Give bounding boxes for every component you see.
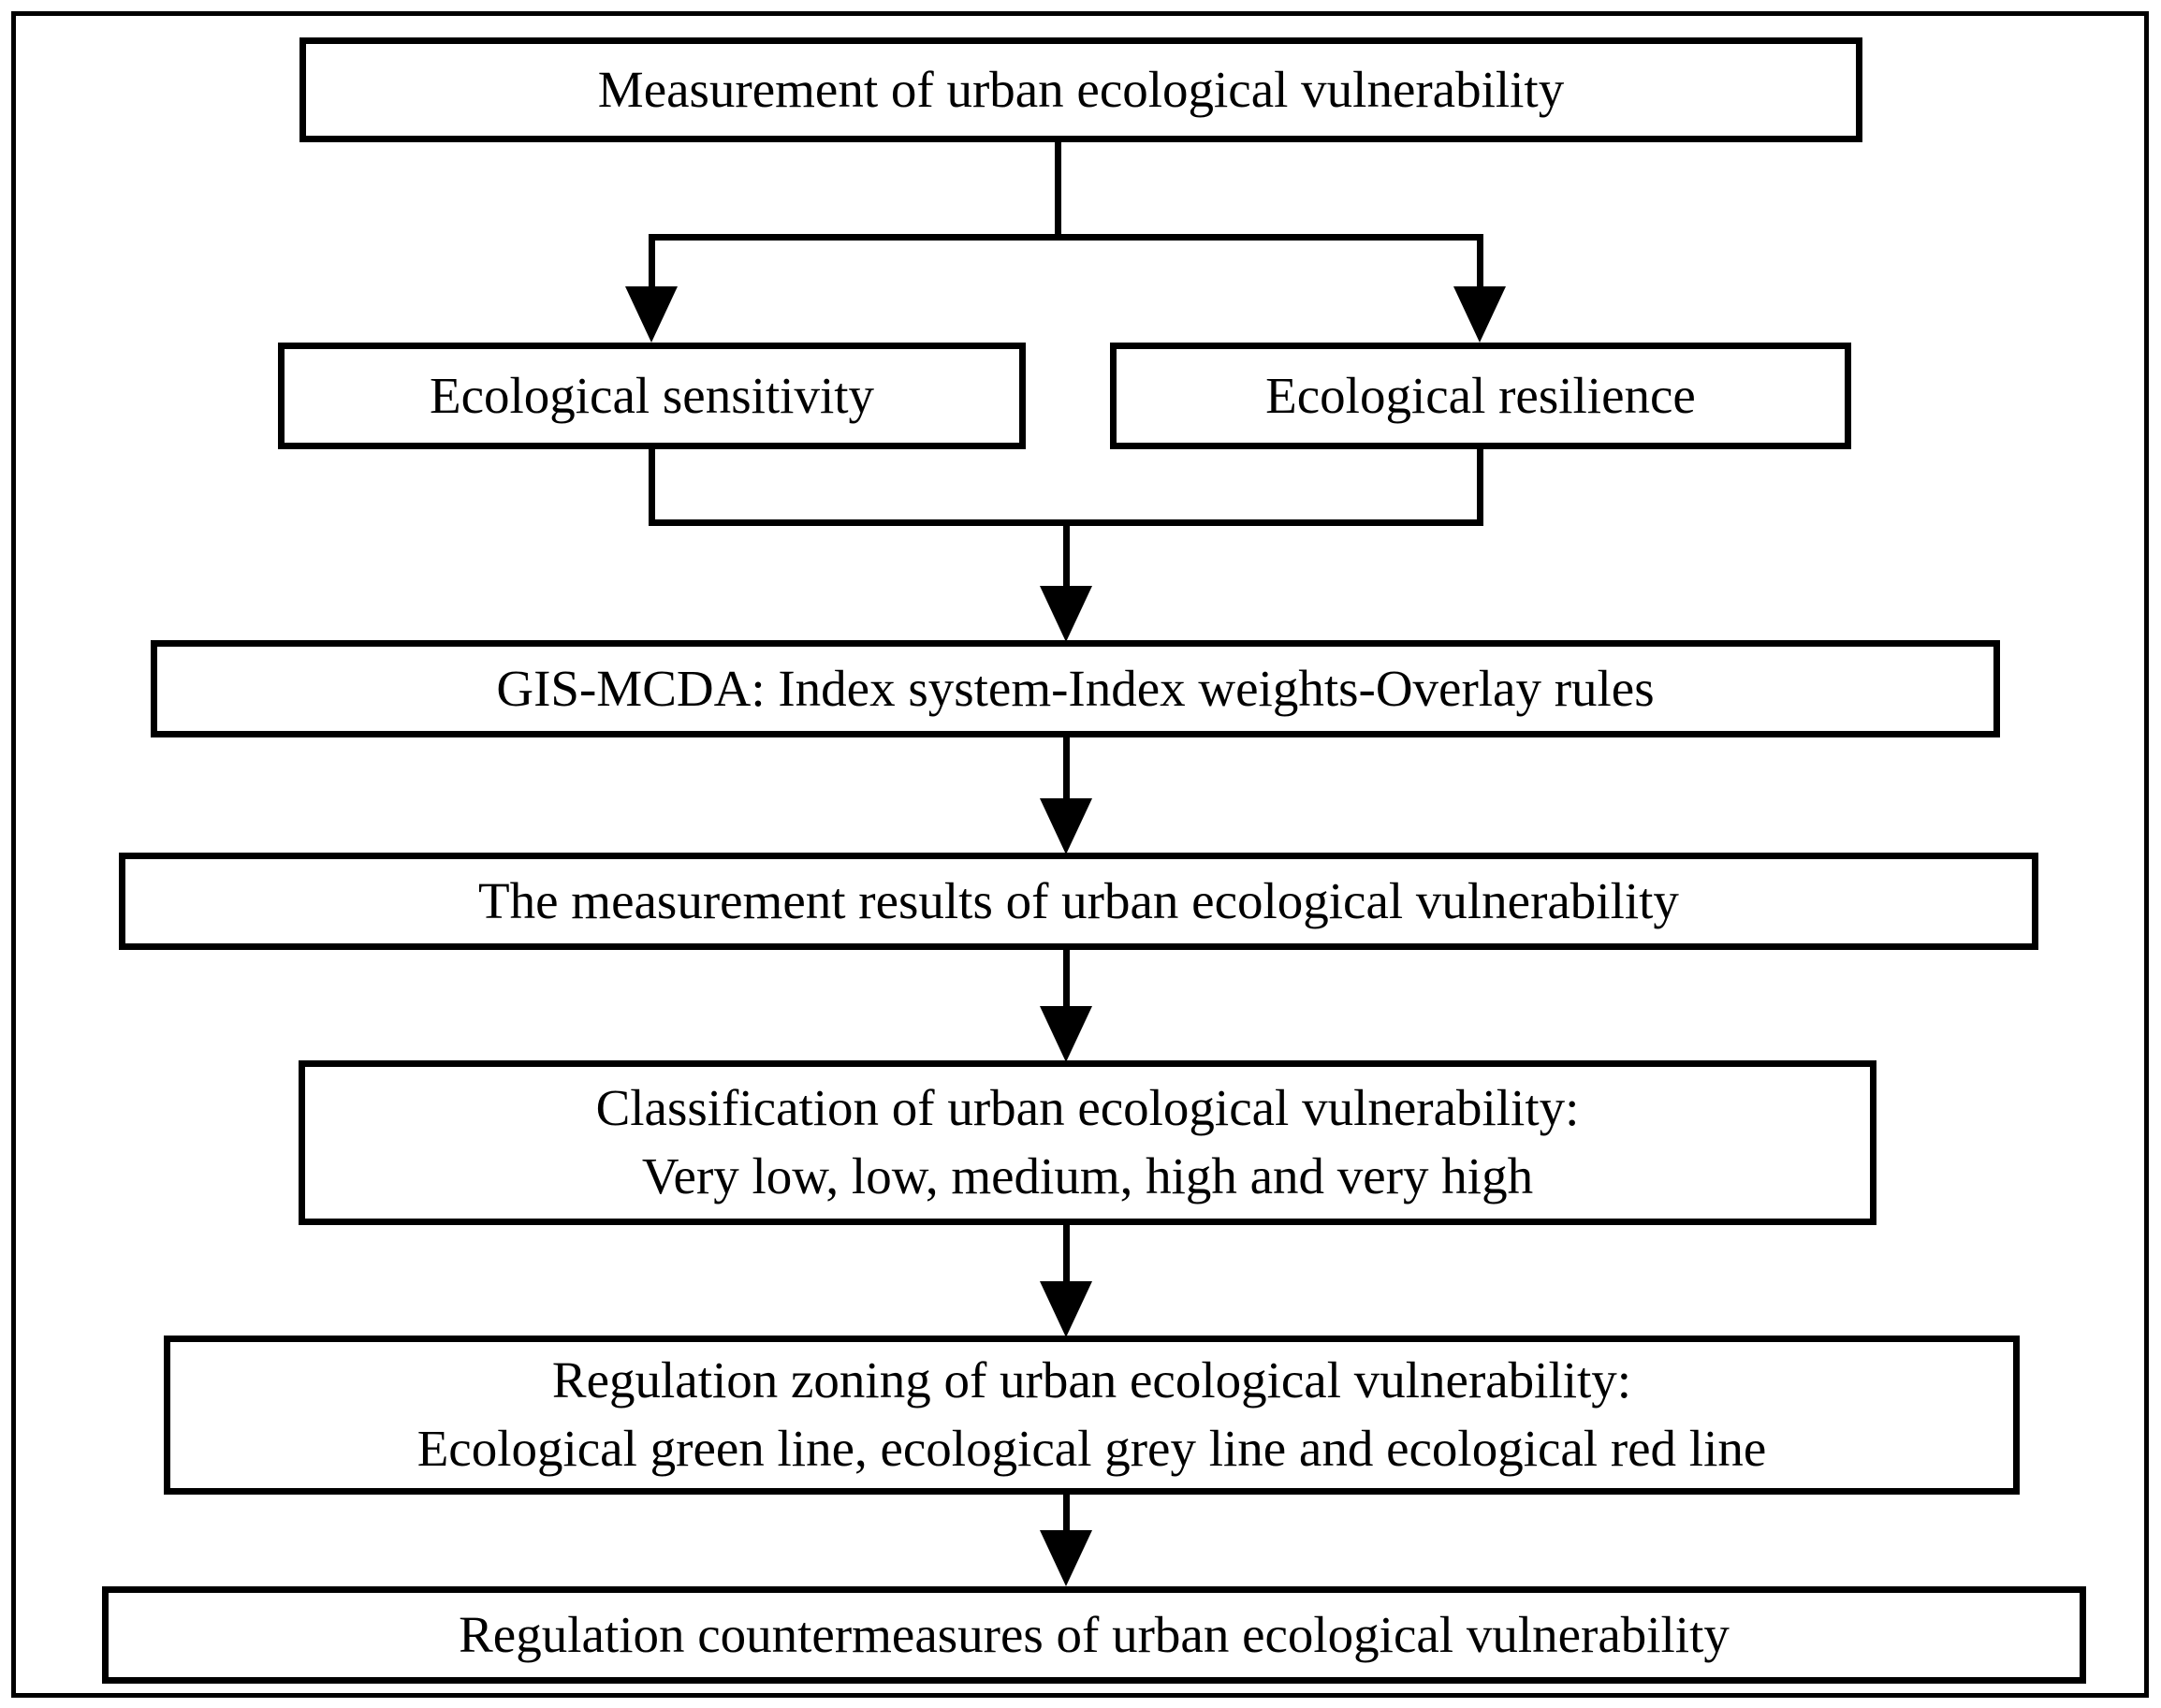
connector-branch-horizontal	[649, 234, 1483, 241]
connector-measurement-stem	[1055, 142, 1061, 238]
arrow-down-results-icon	[1040, 798, 1092, 854]
node-resilience-label: Ecological resilience	[1265, 366, 1696, 424]
connector-merge-right	[1477, 449, 1483, 526]
node-countermeasures-label: Regulation countermeasures of urban ecol…	[459, 1605, 1730, 1663]
node-sensitivity: Ecological sensitivity	[278, 343, 1026, 449]
node-countermeasures: Regulation countermeasures of urban ecol…	[102, 1586, 2086, 1684]
node-results-label: The measurement results of urban ecologi…	[478, 871, 1679, 929]
figure-border	[11, 11, 2149, 1698]
node-zoning-line2: Ecological green line, ecological grey l…	[416, 1420, 1767, 1477]
connector-merge-left	[649, 449, 655, 526]
node-results: The measurement results of urban ecologi…	[119, 853, 2038, 950]
connector-zoning-to-countermeasures	[1063, 1495, 1070, 1534]
arrow-down-zoning-icon	[1040, 1281, 1092, 1337]
arrow-down-sensitivity-icon	[625, 286, 678, 343]
connector-branch-right	[1477, 234, 1483, 288]
node-gis-mcda: GIS-MCDA: Index system-Index weights-Ove…	[151, 640, 2000, 737]
connector-branch-left	[649, 234, 655, 288]
node-zoning-line1: Regulation zoning of urban ecological vu…	[551, 1351, 1632, 1409]
connector-merge-stem	[1063, 522, 1070, 590]
node-classification: Classification of urban ecological vulne…	[299, 1060, 1876, 1225]
connector-results-to-classification	[1063, 950, 1070, 1011]
node-gis-mcda-label: GIS-MCDA: Index system-Index weights-Ove…	[496, 659, 1655, 717]
node-classification-line1: Classification of urban ecological vulne…	[595, 1079, 1580, 1137]
arrow-down-countermeasures-icon	[1040, 1530, 1092, 1586]
arrow-down-gis-mcda-icon	[1040, 586, 1092, 642]
node-zoning: Regulation zoning of urban ecological vu…	[164, 1336, 2020, 1495]
arrow-down-classification-icon	[1040, 1006, 1092, 1062]
node-sensitivity-label: Ecological sensitivity	[429, 366, 875, 424]
node-measurement-label: Measurement of urban ecological vulnerab…	[597, 60, 1565, 118]
node-classification-line2: Very low, low, medium, high and very hig…	[641, 1147, 1534, 1204]
connector-gis-to-results	[1063, 737, 1070, 803]
node-measurement: Measurement of urban ecological vulnerab…	[299, 37, 1862, 142]
arrow-down-resilience-icon	[1453, 286, 1506, 343]
connector-classification-to-zoning	[1063, 1225, 1070, 1286]
node-resilience: Ecological resilience	[1110, 343, 1851, 449]
